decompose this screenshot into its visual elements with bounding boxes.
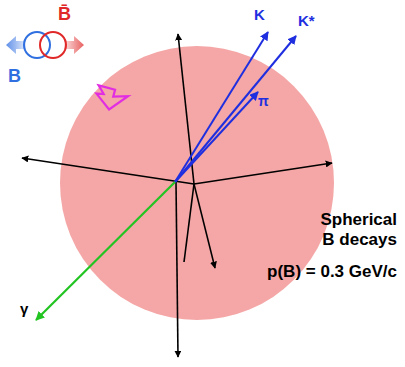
- anti-b-meson-label: B̄: [58, 4, 71, 25]
- photon-label: γ: [20, 300, 28, 317]
- photon-track: [36, 182, 175, 320]
- kaon-label: K: [254, 6, 265, 23]
- kaon-pion-tracks: [175, 32, 296, 182]
- beam-collision: [6, 32, 84, 58]
- momentum-text: p(B) = 0.3 GeV/c: [267, 262, 397, 282]
- kaon-star-label: K*: [298, 12, 315, 29]
- b-meson-label: B: [8, 66, 21, 87]
- decay-tracks: [22, 34, 332, 357]
- pion-label: π: [258, 93, 269, 109]
- boost-arrow: [93, 75, 129, 111]
- title-text: Spherical B decays: [305, 210, 397, 249]
